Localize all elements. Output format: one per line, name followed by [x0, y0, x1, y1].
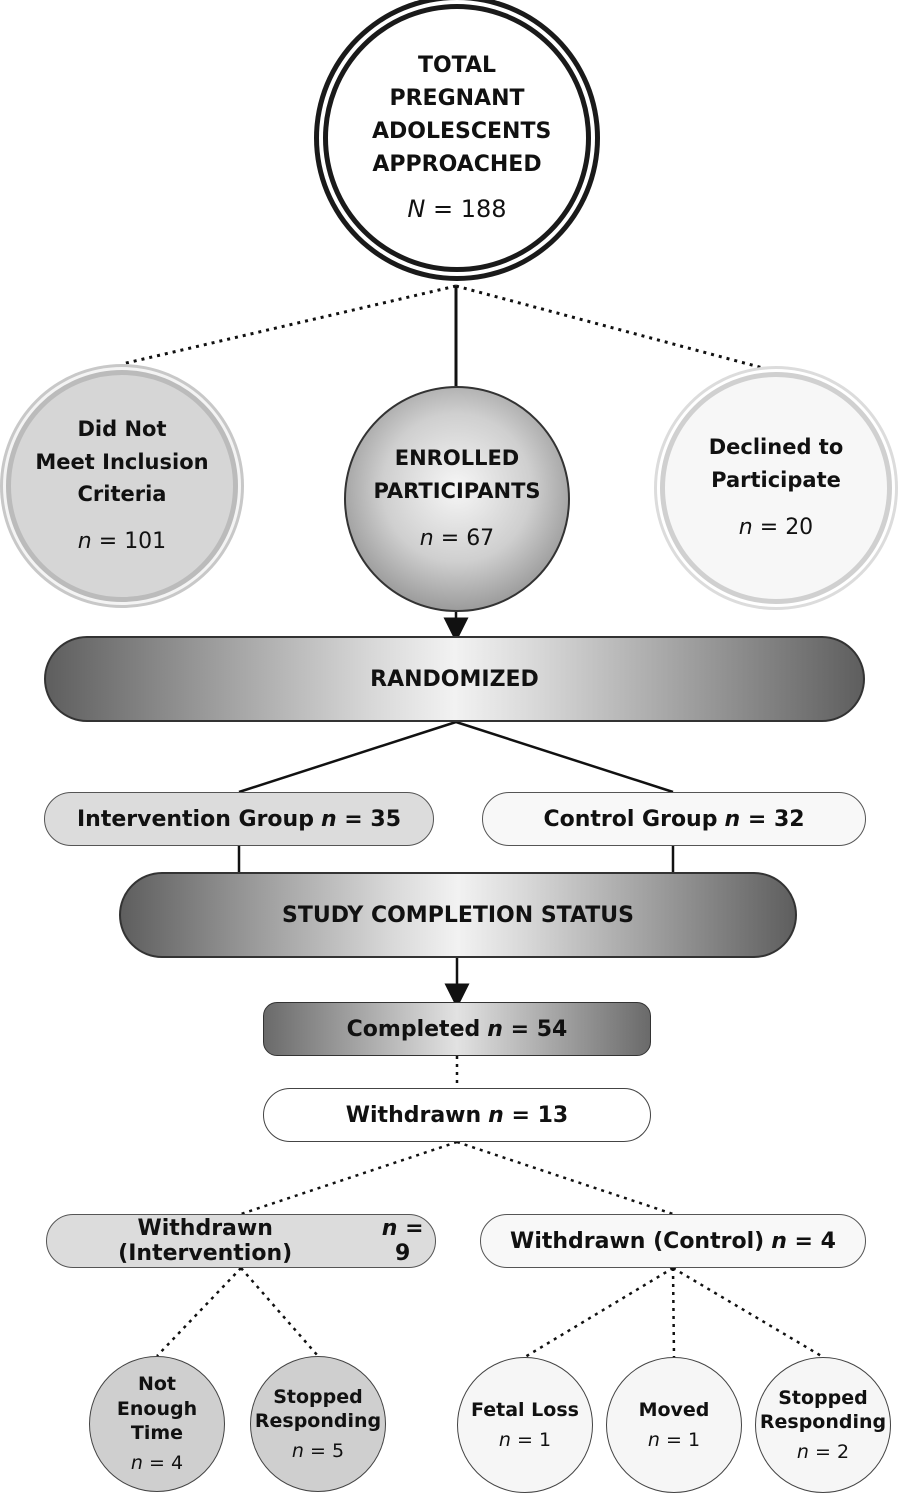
not-meet-criteria-node: Did Not Meet Inclusion Criteria n = 101 — [6, 370, 238, 602]
randomized-label: RANDOMIZED — [370, 666, 539, 692]
stopped-ctl-label-line1: Stopped — [778, 1386, 868, 1409]
total-approached-node: TOTAL PREGNANT ADOLESCENTS APPROACHED N … — [323, 4, 591, 272]
withdrawn-control-count: n = 4 — [771, 1228, 836, 1254]
total-approached-label: TOTAL PREGNANT ADOLESCENTS APPROACHED — [372, 53, 552, 177]
control-group-label: Control Group — [543, 806, 718, 832]
fetal-loss-node: Fetal Loss n = 1 — [457, 1357, 593, 1493]
control-group-count: n = 32 — [724, 806, 805, 832]
connector-wdctl-stopped — [672, 1266, 824, 1359]
withdrawn-intervention-label: Withdrawn (Intervention) — [118, 1216, 293, 1266]
enrolled-count: n = 67 — [419, 525, 495, 551]
connector-withdrawn-wdctl — [456, 1140, 674, 1216]
randomized-bar: RANDOMIZED — [44, 636, 865, 722]
declined-label-line1: Declined to — [708, 435, 844, 460]
connector-randomized-control — [455, 720, 674, 794]
total-approached-count: N = 188 — [407, 195, 507, 223]
completed-count: n = 54 — [487, 1016, 568, 1042]
connector-total-declined — [455, 284, 779, 374]
not-meet-label-line2: Meet Inclusion — [35, 449, 209, 474]
enrolled-participants-node: ENROLLED PARTICIPANTS n = 67 — [344, 386, 570, 612]
connector-randomized-intervention — [238, 720, 457, 794]
withdrawn-control-label: Withdrawn (Control) — [510, 1228, 765, 1254]
not-meet-label-line1: Did Not — [77, 417, 167, 442]
connector-withdrawn-wdint — [240, 1140, 458, 1216]
fetal-loss-label: Fetal Loss — [471, 1398, 579, 1421]
control-group-node: Control Group n = 32 — [482, 792, 866, 846]
enrolled-label-line2: PARTICIPANTS — [373, 478, 541, 503]
not-enough-time-count: n = 4 — [130, 1452, 184, 1475]
withdrawn-intervention-node: Withdrawn (Intervention) n = 9 — [46, 1214, 436, 1268]
stopped-responding-intervention-node: Stopped Responding n = 5 — [250, 1356, 386, 1492]
completion-status-label: STUDY COMPLETION STATUS — [281, 902, 635, 928]
enrolled-label-line1: ENROLLED — [394, 446, 520, 471]
fetal-loss-count: n = 1 — [498, 1429, 552, 1451]
connector-wdctl-moved — [671, 1267, 676, 1358]
completed-label: Completed — [346, 1016, 481, 1042]
not-enough-time-label-line1: Not — [137, 1373, 177, 1396]
connector-wdint-stopped — [240, 1267, 319, 1357]
stopped-int-label-line1: Stopped — [273, 1385, 363, 1408]
intervention-group-node: Intervention Group n = 35 — [44, 792, 434, 846]
moved-count: n = 1 — [647, 1429, 701, 1451]
connector-total-notmeet — [121, 284, 457, 366]
not-enough-time-node: Not Enough Time n = 4 — [89, 1356, 225, 1492]
withdrawn-control-node: Withdrawn (Control) n = 4 — [480, 1214, 866, 1268]
stopped-ctl-count: n = 2 — [796, 1441, 850, 1464]
withdrawn-label: Withdrawn — [345, 1102, 482, 1128]
study-completion-status-bar: STUDY COMPLETION STATUS — [119, 872, 797, 958]
not-enough-time-label-line2: Enough Time — [116, 1397, 198, 1444]
not-meet-count: n = 101 — [77, 528, 167, 554]
not-meet-label-line3: Criteria — [77, 482, 167, 507]
stopped-int-label-line2: Responding — [254, 1409, 382, 1432]
stopped-int-count: n = 5 — [291, 1440, 345, 1463]
stopped-responding-control-node: Stopped Responding n = 2 — [755, 1357, 891, 1493]
withdrawn-node: Withdrawn n = 13 — [263, 1088, 651, 1142]
withdrawn-intervention-count: n = 9 — [381, 1216, 424, 1266]
intervention-group-count: n = 35 — [320, 806, 402, 832]
declined-count: n = 20 — [738, 514, 814, 540]
completed-node: Completed n = 54 — [263, 1002, 651, 1056]
moved-label: Moved — [638, 1398, 710, 1421]
stopped-ctl-label-line2: Responding — [759, 1410, 887, 1433]
moved-node: Moved n = 1 — [606, 1357, 742, 1493]
connector-wdint-notenough — [156, 1267, 242, 1357]
intervention-group-label: Intervention Group — [76, 806, 314, 832]
declined-node: Declined to Participate n = 20 — [660, 372, 892, 604]
connector-wdctl-fetal — [524, 1266, 674, 1359]
withdrawn-count: n = 13 — [488, 1102, 569, 1128]
declined-label-line2: Participate — [711, 467, 841, 492]
